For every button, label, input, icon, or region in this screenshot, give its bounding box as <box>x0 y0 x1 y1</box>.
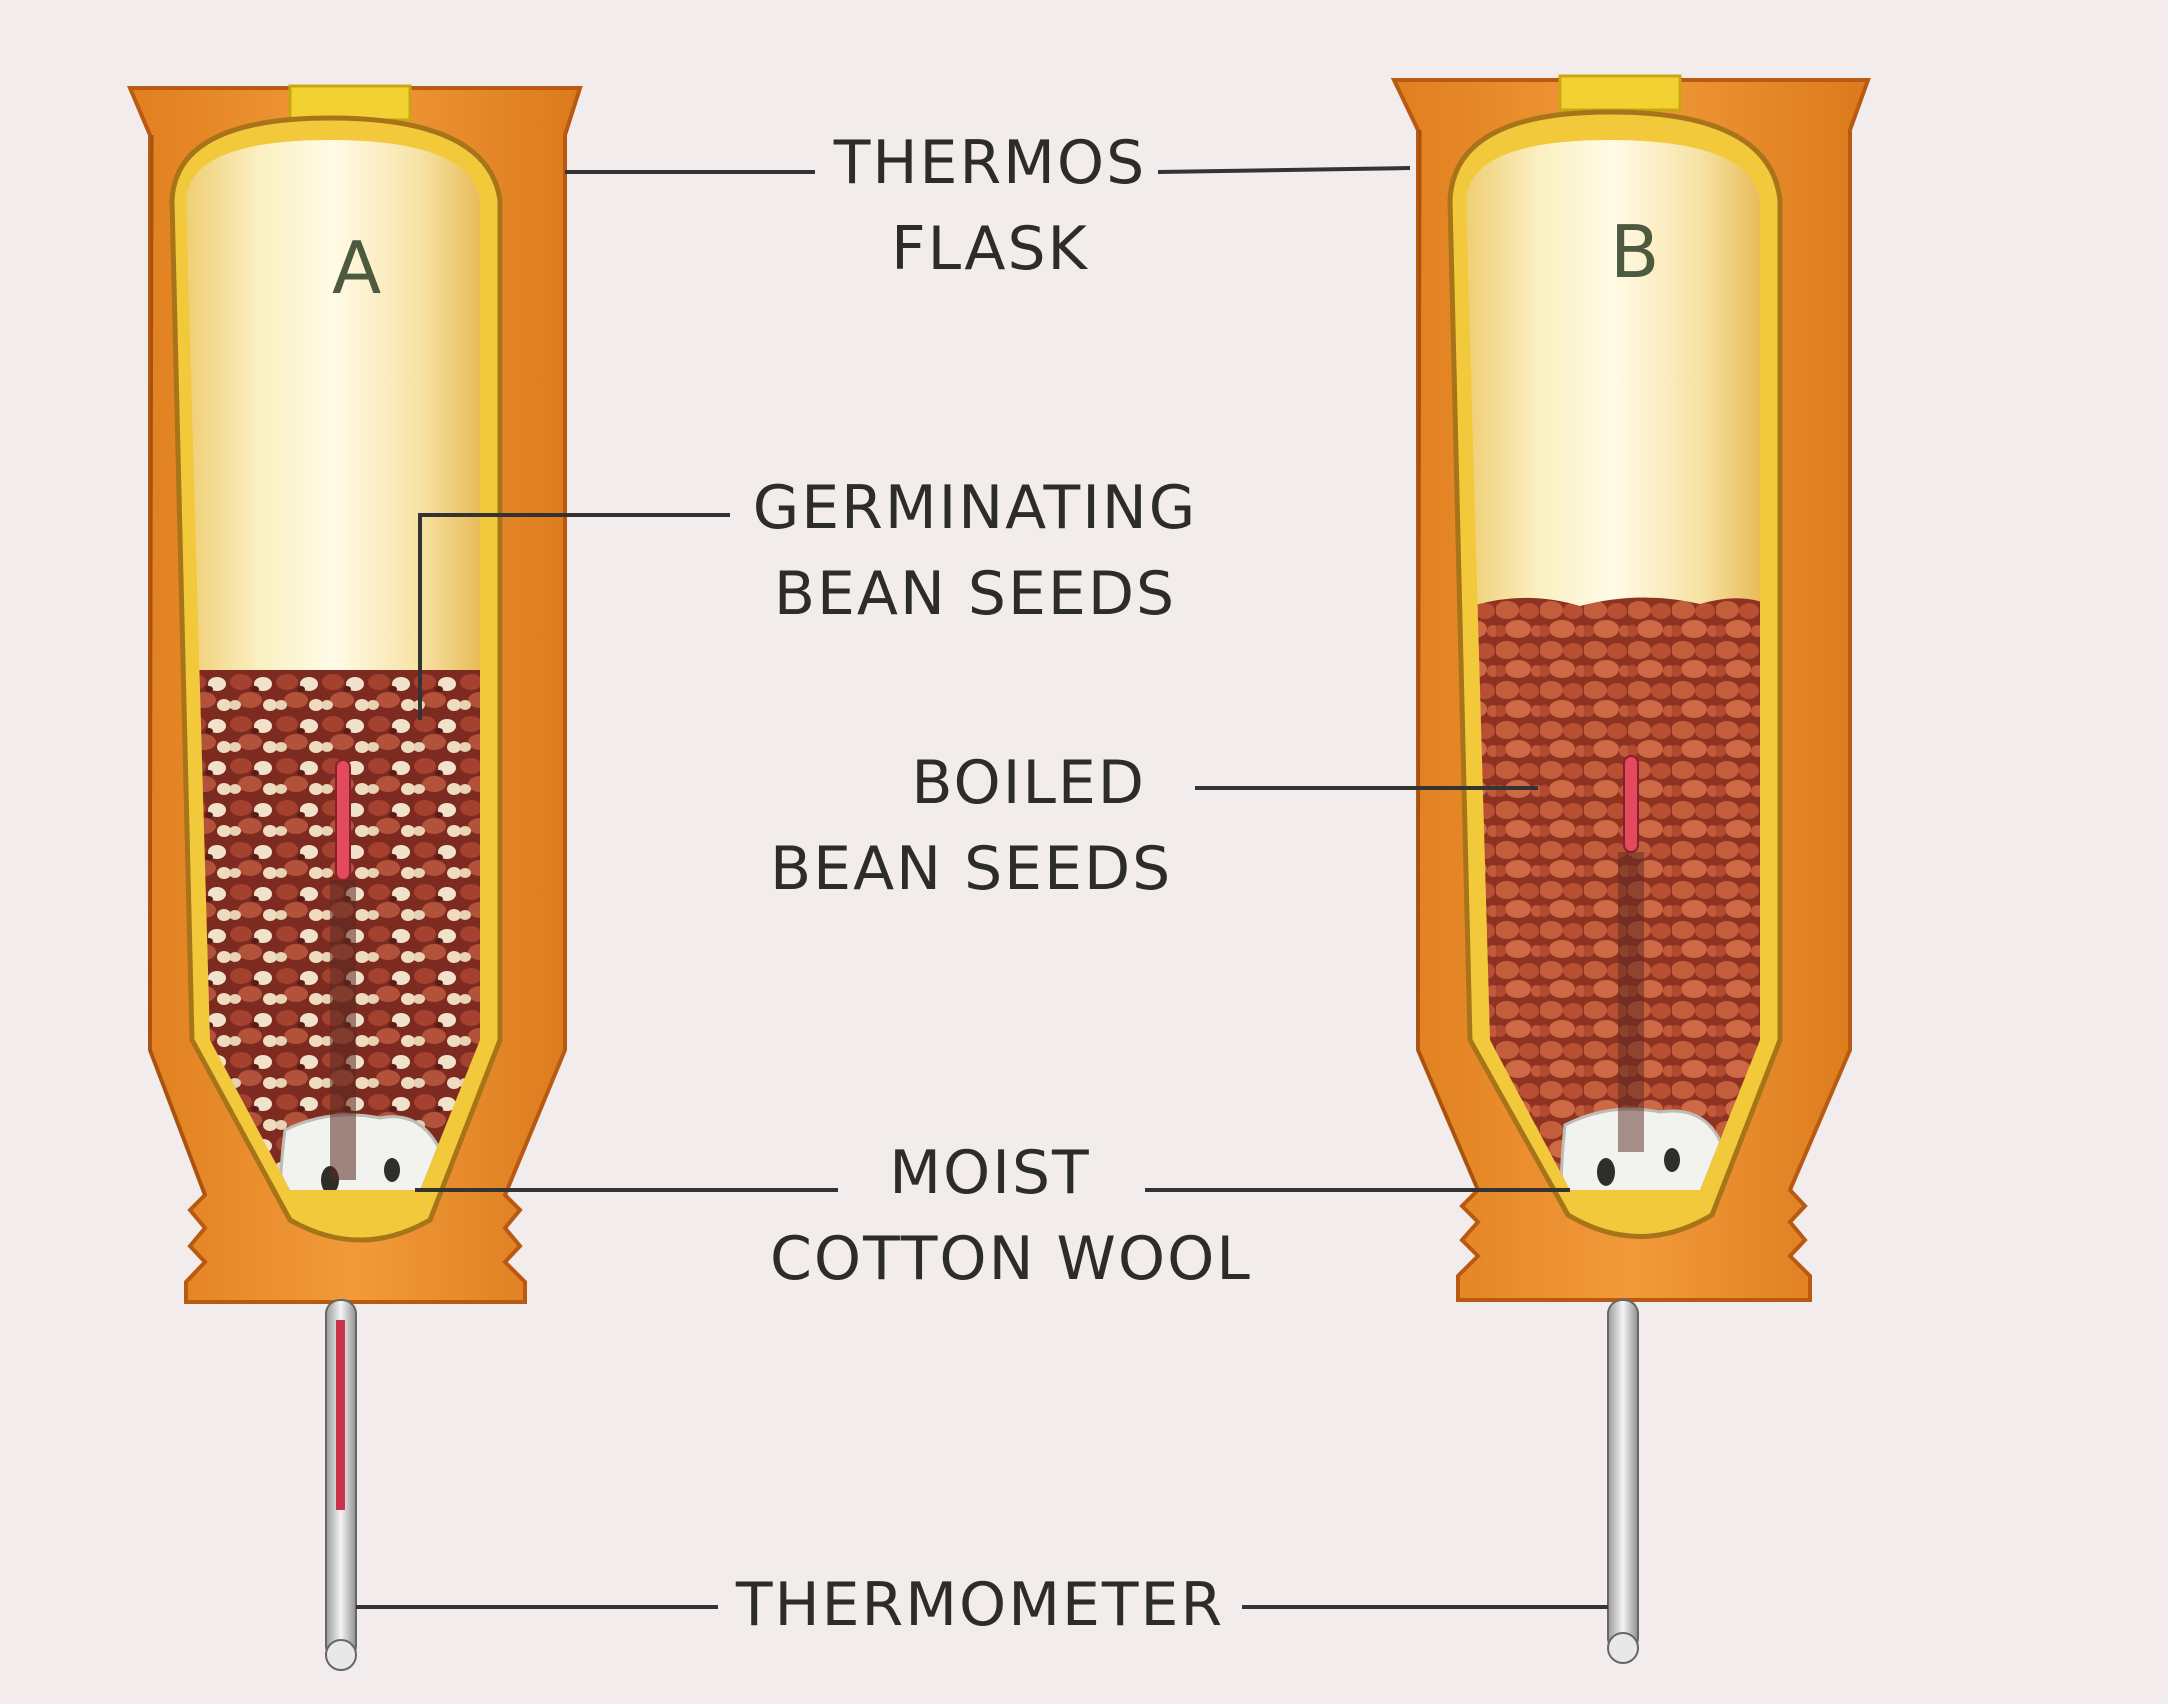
label-thermometer: THERMOMETER <box>735 1570 1225 1640</box>
label-cotton-line1: MOIST <box>889 1138 1091 1208</box>
label-thermos-flask: THERMOS FLASK <box>830 120 1150 292</box>
flask-a-stopper <box>288 84 412 122</box>
label-thermos-flask-line1: THERMOS <box>833 128 1147 198</box>
flask-a-thermometer <box>325 759 357 1671</box>
leader-germinating-seeds <box>418 513 730 720</box>
label-germinating-line1: GERMINATING <box>752 473 1198 543</box>
leader-lines <box>356 166 1608 1609</box>
flask-b-stopper <box>1558 74 1682 112</box>
flask-b <box>1390 74 1871 1664</box>
flask-a <box>126 84 583 1671</box>
label-boiled-bean-seeds: BOILED BEAN SEEDS <box>770 740 1170 912</box>
label-germinating-line2: BEAN SEEDS <box>773 559 1177 629</box>
flask-a-letter: A <box>332 226 382 310</box>
flask-b-thermometer <box>1607 755 1644 1664</box>
label-moist-cotton-wool: MOIST COTTON WOOL <box>770 1130 1252 1302</box>
label-boiled-line1: BOILED <box>911 748 1146 818</box>
leader-thermos-flask-b <box>1157 166 1411 174</box>
label-thermos-flask-line2: FLASK <box>891 214 1089 284</box>
label-cotton-line2: COTTON WOOL <box>770 1224 1252 1294</box>
boiled-bean-seeds <box>1466 597 1760 1190</box>
label-boiled-line2: BEAN SEEDS <box>770 834 1173 904</box>
label-germinating-bean-seeds: GERMINATING BEAN SEEDS <box>750 465 1200 637</box>
flask-b-letter: B <box>1610 210 1660 294</box>
